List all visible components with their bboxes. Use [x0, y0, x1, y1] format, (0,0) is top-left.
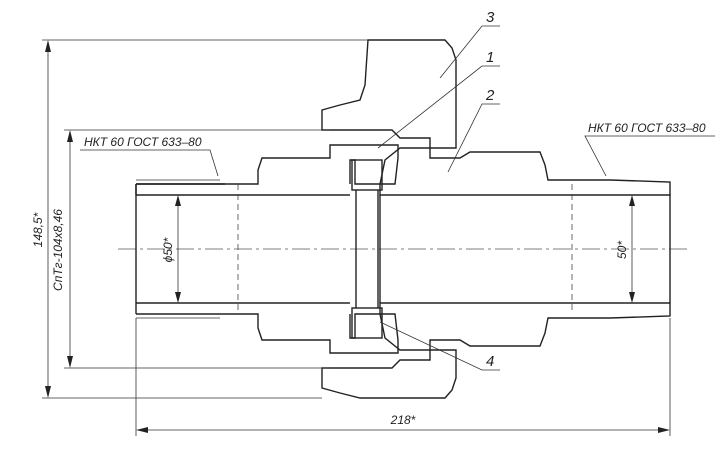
thread-right-leader: [584, 135, 715, 177]
part-4-leader: [379, 321, 500, 371]
dim-outer-dia-label: 148,5*: [31, 212, 45, 247]
right-sleeve-lower: [379, 302, 671, 351]
thread-left-label: НКТ 60 ГОСТ 633–80: [84, 135, 202, 149]
part-number-1: 1: [486, 49, 494, 66]
nut-upper: [321, 39, 457, 149]
part-2-leader: [447, 103, 500, 173]
left-sleeve-lower: [136, 313, 399, 354]
thread-left-leader: [80, 149, 219, 177]
part-number-4: 4: [486, 353, 494, 370]
dim-length-label: 218*: [390, 413, 416, 427]
dim-bore-left-label: ϕ50*: [161, 237, 175, 262]
right-sleeve-upper: [379, 147, 671, 196]
part-1-leader: [377, 65, 500, 149]
seal-ring-lower: [351, 307, 383, 339]
seal-ring-upper: [351, 159, 383, 191]
dim-bore-right-label: 50*: [615, 241, 629, 259]
nut-lower: [321, 349, 457, 399]
thread-right-label: НКТ 60 ГОСТ 633–80: [588, 121, 706, 135]
part-3-leader: [439, 25, 500, 79]
left-bore: [136, 194, 350, 304]
left-sleeve-upper: [136, 144, 399, 185]
dim-nut-thread-label: СпТг-104х8,46: [51, 209, 65, 291]
part-number-2: 2: [485, 87, 495, 104]
seal-ring-bore: [355, 190, 379, 308]
part-number-3: 3: [486, 9, 495, 26]
